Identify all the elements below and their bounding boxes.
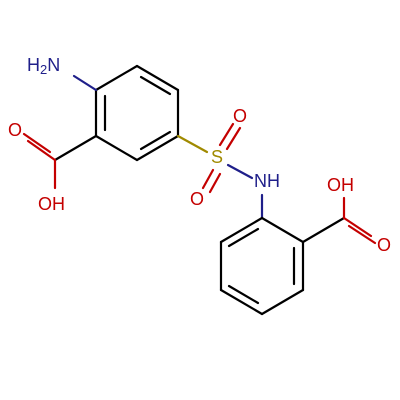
acid1-oxygen-label: O [8, 120, 22, 140]
bond [260, 216, 305, 244]
sulfonyl-oxygen-top-label: O [233, 106, 247, 126]
bond-c-o-double-2 [347, 224, 377, 245]
bond-inner [227, 284, 260, 305]
bond-s-o-bottom-2 [208, 172, 222, 194]
bond-s-o-top [218, 122, 235, 147]
sulfur-label: S [211, 147, 223, 167]
bond [135, 134, 180, 162]
benzene-ring-b [219, 216, 305, 316]
bond [219, 288, 264, 316]
acid1-hydroxyl-label: OH [38, 194, 65, 214]
bond-inner [139, 130, 172, 151]
bond-inner [139, 75, 172, 96]
bond-c-o-double [26, 139, 57, 162]
bond [135, 64, 180, 92]
bond [94, 134, 139, 162]
nh-label: NH [254, 171, 280, 191]
bond-c-o-double-2 [22, 132, 52, 154]
bond [94, 64, 139, 92]
bond [219, 216, 264, 244]
bond-c-c [301, 216, 346, 244]
bond-s-o-top-2 [225, 126, 242, 151]
amino-label: H2N [27, 55, 60, 78]
bond-c-c [53, 134, 98, 162]
benzene-ring-a [94, 64, 180, 162]
acid2-oxygen-label: O [377, 235, 391, 255]
sulfonyl-oxygen-bottom-label: O [190, 189, 204, 209]
bond [260, 288, 305, 316]
bond-inner [227, 227, 260, 248]
bond-c-s [176, 134, 209, 154]
acid2-hydroxyl-label: OH [327, 175, 354, 195]
bond-c-o-double [342, 216, 373, 238]
bond-s-o-bottom [201, 168, 215, 190]
bond-c-n [72, 74, 98, 92]
bond-s-n [226, 163, 254, 180]
